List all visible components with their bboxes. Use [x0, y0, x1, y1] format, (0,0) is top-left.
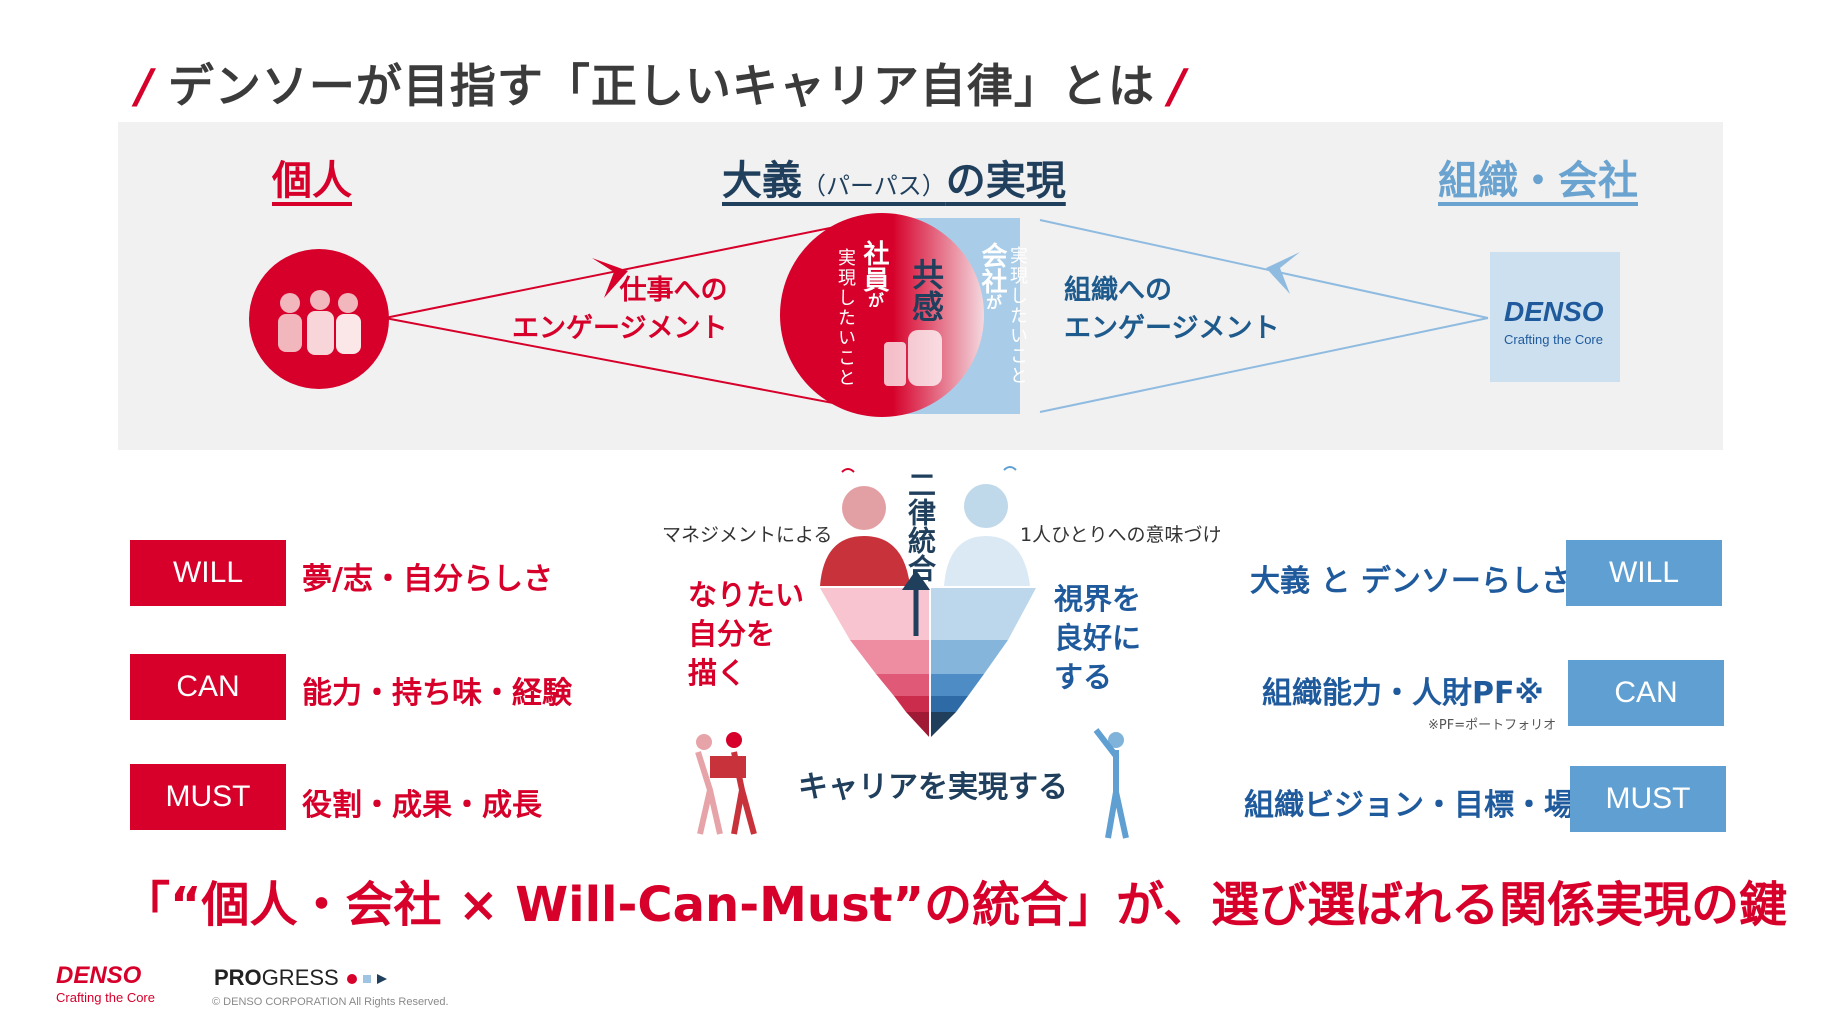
- progress-wordmark: PROGRESS: [214, 965, 395, 991]
- right-big-2: 良好に: [1054, 621, 1142, 655]
- progress-a: PRO: [214, 965, 262, 990]
- right-arrow-icon: [1266, 252, 1300, 294]
- must-tag-left: MUST: [130, 764, 286, 830]
- progress-dots-icon: [346, 974, 387, 985]
- will-text-left: 夢/志・自分らしさ: [302, 562, 553, 597]
- must-text-right: 組織ビジョン・目標・場: [1244, 788, 1574, 823]
- footer-logo-word: DENSO: [56, 962, 142, 989]
- niritsu-label: 二律統合: [904, 470, 937, 582]
- funnel-right: [930, 588, 1036, 738]
- employee-wish: 実現したいこと: [835, 248, 856, 388]
- org-engagement-line1: 組織への: [1064, 275, 1172, 306]
- left-arrow-icon: [592, 258, 628, 298]
- key-message: 「“個人・会社 × Will-Can-Must”の統合」が、選び選ばれる関係実現…: [122, 877, 1788, 933]
- can-text-left: 能力・持ち味・経験: [302, 676, 572, 711]
- purpose-heading-b: の実現: [945, 158, 1066, 204]
- title-slash-left: /: [136, 59, 154, 113]
- copyright: © DENSO CORPORATION All Rights Reserved.: [212, 996, 449, 1008]
- company-wish: 実現したいこと: [1007, 246, 1028, 386]
- purpose-heading: 大義（パーパス）の実現: [722, 148, 1066, 206]
- left-lower-line: [384, 317, 871, 411]
- meaning-label: 1人ひとりへの意味づけ: [1020, 524, 1222, 546]
- company-heading: 組織・会社: [1438, 158, 1638, 204]
- page-title: /デンソーが目指す「正しいキャリア自律」とは/: [122, 50, 1201, 116]
- right-upper-line: [1039, 219, 1489, 319]
- career-label: キャリアを実現する: [798, 770, 1068, 805]
- will-text-right: 大義 と デンソーらしさ: [1250, 564, 1571, 599]
- can-tag-right: CAN: [1568, 660, 1724, 726]
- funnel-left: [820, 588, 930, 738]
- footer-logo: DENSO Crafting the Core: [56, 962, 155, 1005]
- right-lower-line: [1039, 317, 1489, 413]
- people-icon: [278, 290, 361, 355]
- integration-visual: [820, 466, 1036, 738]
- right-big-text: 視界を 良好に する: [1054, 580, 1141, 697]
- thumbs-up-icon: [884, 330, 942, 386]
- left-upper-line: [384, 225, 841, 319]
- must-tag-right: MUST: [1570, 766, 1726, 832]
- can-tag-left: CAN: [130, 654, 286, 720]
- footer-logo-tag: Crafting the Core: [56, 990, 155, 1005]
- can-text-right: 組織能力・人財PF※: [1262, 676, 1544, 711]
- company-label: 会社が: [977, 242, 1007, 310]
- will-tag-left: WILL: [130, 540, 286, 606]
- left-big-text: なりたい 自分を 描く: [688, 576, 804, 693]
- company-main: 会社: [977, 242, 1007, 294]
- management-label: マネジメントによる: [662, 524, 833, 546]
- employee-ga: が: [865, 292, 884, 308]
- employee-label: 社員が: [859, 240, 889, 308]
- manager-figure: [820, 468, 910, 586]
- carrying-people-icon: [695, 732, 757, 835]
- right-big-1: 視界を: [1054, 582, 1142, 616]
- pointing-person-icon: [1093, 728, 1129, 839]
- must-text-left: 役割・成果・成長: [302, 788, 542, 823]
- denso-logo-tag: Crafting the Core: [1504, 332, 1603, 347]
- work-engagement-line1: 仕事への: [619, 275, 728, 306]
- org-engagement: 組織への エンゲージメント: [1064, 272, 1279, 348]
- overlap-visual: [780, 213, 1020, 417]
- work-engagement-line2: エンゲージメント: [512, 313, 728, 344]
- denso-logo-word: DENSO: [1504, 296, 1604, 327]
- individuals-circle: [249, 249, 389, 389]
- individual-heading: 個人: [272, 158, 352, 204]
- title-slash-right: /: [1168, 59, 1187, 113]
- right-big-3: する: [1054, 660, 1113, 694]
- member-figure: [944, 466, 1030, 586]
- pf-note: ※PF=ポートフォリオ: [1428, 718, 1557, 733]
- org-engagement-line2: エンゲージメント: [1064, 313, 1280, 344]
- purpose-heading-a: 大義: [722, 158, 802, 204]
- up-arrow-icon: [902, 570, 930, 636]
- denso-logo-box: DENSO Crafting the Core: [1490, 252, 1620, 382]
- empathy-label: 共感: [907, 258, 945, 322]
- left-big-2: 自分を: [688, 617, 776, 651]
- employee-main: 社員: [859, 240, 889, 292]
- purpose-heading-paren: （パーパス）: [802, 172, 946, 200]
- title-text: デンソーが目指す「正しいキャリア自律」とは: [167, 59, 1155, 113]
- left-big-3: 描く: [688, 656, 747, 690]
- left-big-1: なりたい: [688, 578, 805, 612]
- will-tag-right: WILL: [1566, 540, 1722, 606]
- progress-b: GRESS: [261, 965, 339, 990]
- work-engagement: 仕事への エンゲージメント: [512, 272, 728, 348]
- company-ga: が: [983, 294, 1002, 310]
